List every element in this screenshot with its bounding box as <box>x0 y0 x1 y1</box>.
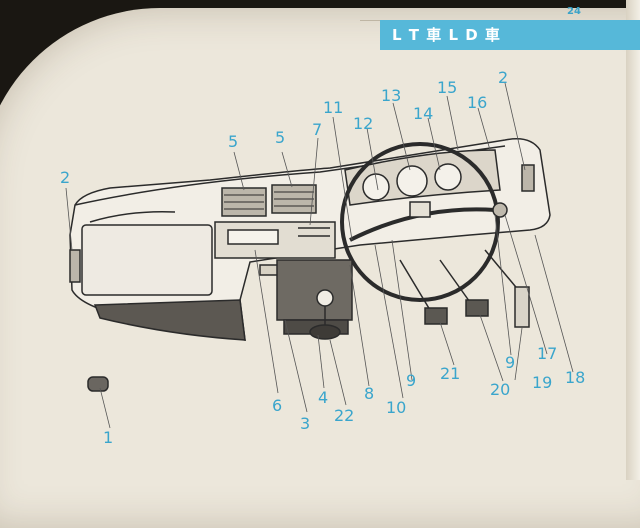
callout-17: 17 <box>537 344 558 363</box>
side-vent-right <box>521 164 535 192</box>
callout-3: 3 <box>300 414 311 433</box>
callout-4: 4 <box>318 388 329 407</box>
side-vent-left <box>69 249 81 283</box>
callout-1: 1 <box>103 428 114 447</box>
callout-8: 8 <box>364 384 375 403</box>
hood-release <box>87 376 109 392</box>
shift-boot <box>309 324 341 340</box>
page-edge <box>626 0 640 480</box>
callout-18: 18 <box>565 368 586 387</box>
callout-9-left: 9 <box>406 371 417 390</box>
callout-2-right: 2 <box>498 68 509 87</box>
clutch-pedal <box>424 307 448 325</box>
gauge-right <box>434 163 462 191</box>
callout-20: 20 <box>490 380 511 399</box>
section-header-bar <box>380 20 640 50</box>
callout-14: 14 <box>413 104 434 123</box>
callout-5-right: 5 <box>275 128 286 147</box>
callout-2-left: 2 <box>60 168 71 187</box>
gear-knob <box>316 289 334 307</box>
brake-pedal <box>465 299 489 317</box>
callout-9-right: 9 <box>505 353 516 372</box>
callout-22: 22 <box>334 406 355 425</box>
leader-lines <box>65 82 574 429</box>
callout-12: 12 <box>353 114 374 133</box>
callout-16: 16 <box>467 93 488 112</box>
callout-5-left: 5 <box>228 132 239 151</box>
callout-21: 21 <box>440 364 461 383</box>
glove-box <box>81 224 213 296</box>
section-header-title: L T 車 L D 車 <box>392 26 501 44</box>
callout-7: 7 <box>312 120 323 139</box>
horn-pad <box>409 201 431 218</box>
radio-unit <box>227 229 279 245</box>
footwell <box>93 299 246 341</box>
accelerator-pedal <box>514 286 530 328</box>
callout-11: 11 <box>323 98 344 117</box>
callout-6: 6 <box>272 396 283 415</box>
callout-13: 13 <box>381 86 402 105</box>
right-knob <box>492 202 508 218</box>
steering-wheel <box>340 142 500 302</box>
callout-19: 19 <box>532 373 553 392</box>
gauge-left <box>362 173 390 201</box>
center-console <box>276 259 353 321</box>
callout-15: 15 <box>437 78 458 97</box>
dashboard-diagram <box>65 82 574 429</box>
gauge-center <box>396 165 428 197</box>
page-number: 24 <box>567 6 581 17</box>
callout-10: 10 <box>386 398 407 417</box>
